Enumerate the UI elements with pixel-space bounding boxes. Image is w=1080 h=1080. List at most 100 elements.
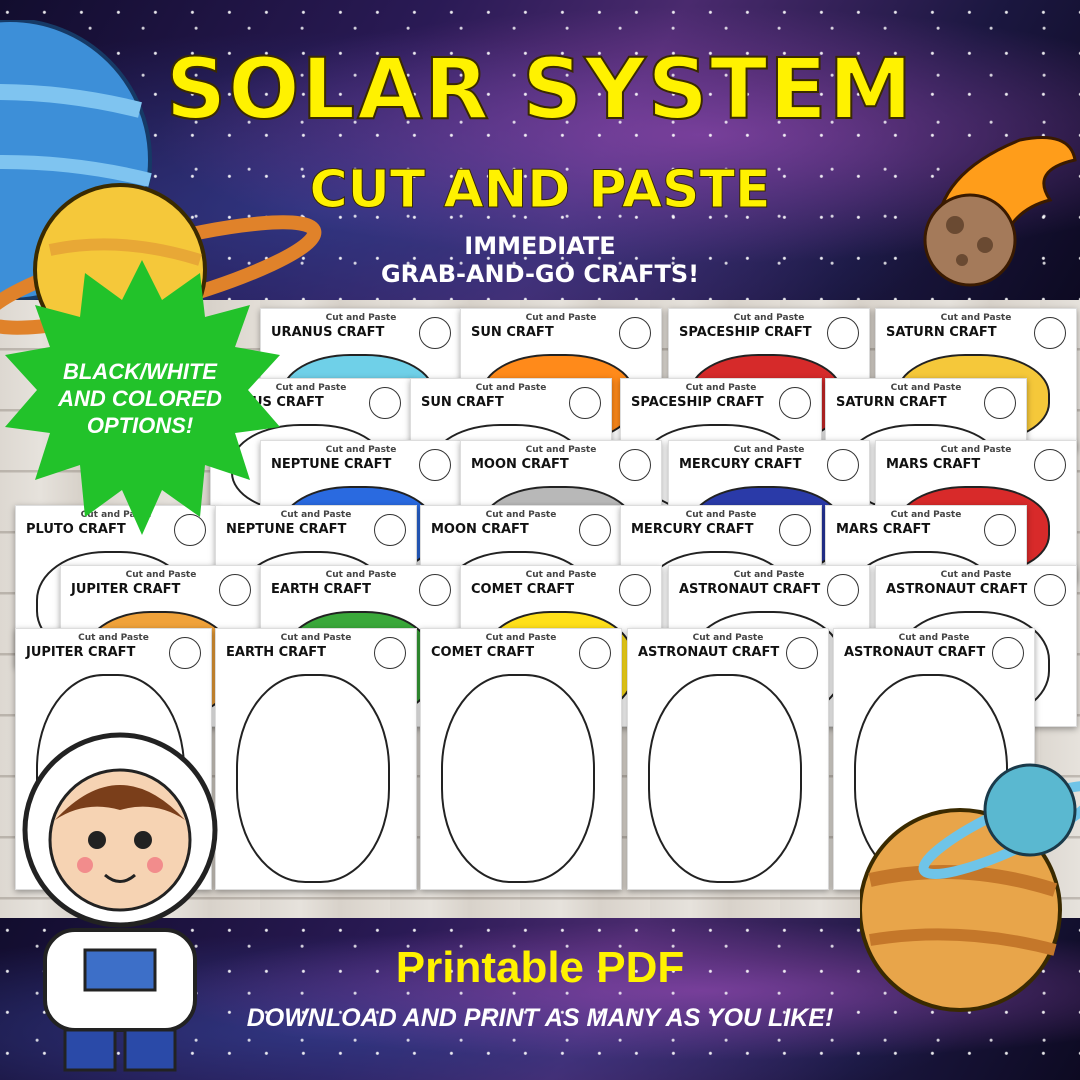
comet-icon [923,136,1077,287]
sheet-title: JUPITER CRAFT [26,645,136,660]
sheet-small-label: Cut and Paste [80,510,152,520]
sheet-title: JUPITER CRAFT [71,582,181,597]
badge-line-2: AND COLORED [58,386,222,411]
sheet-small-label: Cut and Paste [475,383,547,393]
sheet-thumbnail-icon [369,387,401,419]
sheet-small-label: Cut and Paste [940,313,1012,323]
sheet-thumbnail-icon [579,514,611,546]
sheet-title: ASTRONAUT CRAFT [638,645,780,660]
sheet-small-label: Cut and Paste [525,313,597,323]
sheet-small-label: Cut and Paste [890,510,962,520]
main-subtitle: CUT AND PASTE [309,160,771,221]
sheet-thumbnail-icon [786,637,818,669]
sheet-title: MERCURY CRAFT [679,457,802,472]
tagline-line-2: GRAB-AND-GO CRAFTS! [380,260,700,288]
sheet-thumbnail-icon [1034,449,1066,481]
badge-line-3: OPTIONS! [86,413,194,438]
sheet-title: COMET CRAFT [471,582,575,597]
sheet-small-label: Cut and Paste [325,313,397,323]
sheet-title: EARTH CRAFT [226,645,327,660]
sheet-title: ASTRONAUT CRAFT [679,582,821,597]
sheet-thumbnail-icon [1034,317,1066,349]
sheet-thumbnail-icon [827,449,859,481]
sheet-title: ASTRONAUT CRAFT [886,582,1028,597]
sheet-thumbnail-icon [374,637,406,669]
sheet-thumbnail-icon [984,514,1016,546]
sheet-small-label: Cut and Paste [890,383,962,393]
sheet-thumbnail-icon [619,449,651,481]
sheet-thumbnail-icon [1034,574,1066,606]
sheet-small-label: Cut and Paste [685,383,757,393]
sheet-small-label: Cut and Paste [733,570,805,580]
sheet-thumbnail-icon [992,637,1024,669]
sheet-small-label: Cut and Paste [325,570,397,580]
sheet-thumbnail-icon [779,514,811,546]
sheet-cutout-shape [648,674,802,883]
sheet-small-label: Cut and Paste [275,383,347,393]
sheet-small-label: Cut and Paste [898,633,970,643]
sheet-thumbnail-icon [984,387,1016,419]
jupiter-icon [860,763,1080,1012]
sheet-small-label: Cut and Paste [940,570,1012,580]
sheet-title: MERCURY CRAFT [631,522,754,537]
sheet-small-label: Cut and Paste [733,313,805,323]
sheet-title: MOON CRAFT [431,522,529,537]
sheet-title: EARTH CRAFT [271,582,372,597]
sheet-thumbnail-icon [779,387,811,419]
sheet-small-label: Cut and Paste [733,445,805,455]
sheet-small-label: Cut and Paste [525,445,597,455]
tagline-line-1: IMMEDIATE [464,232,616,260]
sheet-title: MARS CRAFT [886,457,981,472]
sheet-small-label: Cut and Paste [78,633,149,643]
sheet-title: PLUTO CRAFT [26,522,126,537]
sheet-thumbnail-icon [169,637,201,669]
sheet-thumbnail-icon [579,637,611,669]
printable-pdf-label: Printable PDF [395,943,685,992]
sheet-thumbnail-icon [374,514,406,546]
sheet-small-label: Cut and Paste [125,570,197,580]
sheet-title: MARS CRAFT [836,522,931,537]
astronaut-icon [22,732,218,1072]
sheet-small-label: Cut and Paste [692,633,764,643]
sheet-small-label: Cut and Paste [325,445,397,455]
sheet-thumbnail-icon [419,574,451,606]
sheet-title: SATURN CRAFT [886,325,997,340]
sheet-title: SPACESHIP CRAFT [631,395,764,410]
sheet-thumbnail-icon [219,574,251,606]
sheet-title: NEPTUNE CRAFT [271,457,392,472]
sheet-thumbnail-icon [619,317,651,349]
sheet-thumbnail-icon [569,387,601,419]
badge-line-1: BLACK/WHITE [63,359,217,384]
options-badge [5,260,280,535]
sheet-title: COMET CRAFT [431,645,535,660]
sheet-cutout-shape [236,674,390,883]
sheet-small-label: Cut and Paste [525,570,597,580]
sheet-cutout-shape [441,674,595,883]
sheet-title: SATURN CRAFT [836,395,947,410]
sheet-title: NEPTUNE CRAFT [226,522,347,537]
sheet-title: URANUS CRAFT [271,325,385,340]
sheet-small-label: Cut and Paste [280,510,352,520]
sheet-thumbnail-icon [419,317,451,349]
sheet-title: ASTRONAUT CRAFT [844,645,986,660]
sheet-small-label: Cut and Paste [485,633,557,643]
sheet-thumbnail-icon [174,514,206,546]
sheet-small-label: Cut and Paste [685,510,757,520]
sheet-title: MOON CRAFT [471,457,569,472]
sheet-small-label: Cut and Paste [280,633,352,643]
sheet-title: SUN CRAFT [421,395,504,410]
sheet-small-label: Cut and Paste [940,445,1012,455]
download-print-label: DOWNLOAD AND PRINT AS MANY AS YOU LIKE! [246,1004,834,1032]
badge-text: BLACK/WHITE AND COLORED OPTIONS! [20,358,260,439]
sheet-small-label: Cut and Paste [485,510,557,520]
sheet-thumbnail-icon [419,449,451,481]
main-title: SOLAR SYSTEM [165,39,915,139]
sheet-title: SPACESHIP CRAFT [679,325,812,340]
sheet-thumbnail-icon [619,574,651,606]
sheet-thumbnail-icon [827,574,859,606]
sheet-title: SUN CRAFT [471,325,554,340]
sheet-thumbnail-icon [827,317,859,349]
